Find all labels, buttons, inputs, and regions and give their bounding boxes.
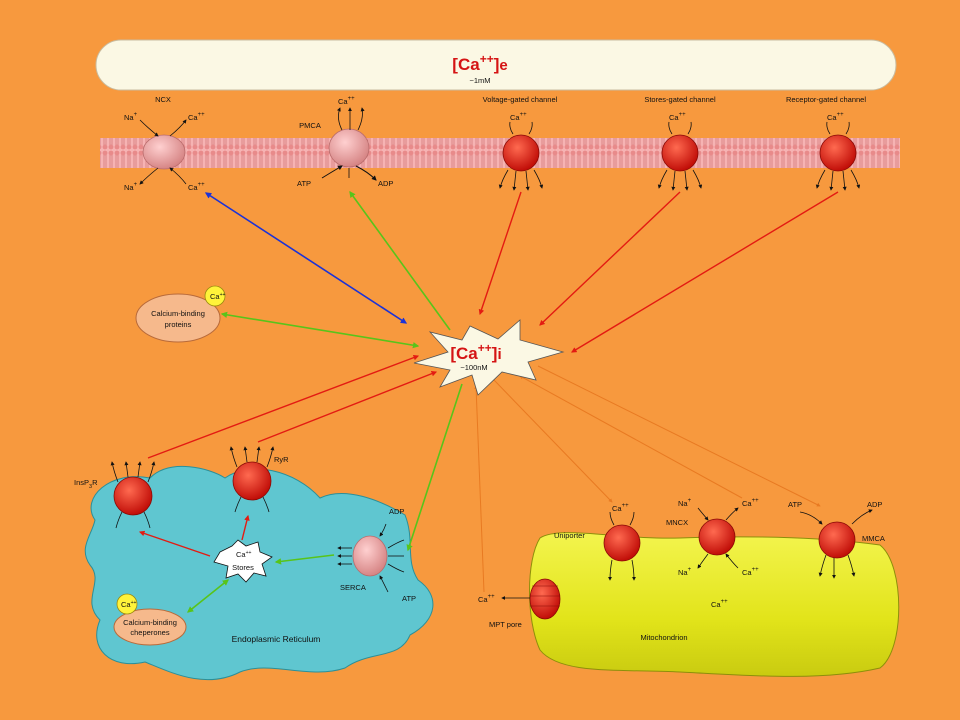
- arrow-voltage-to-cytosol: [478, 191, 522, 316]
- cytosol-ca-label: [Ca++]i: [450, 341, 501, 363]
- cytosol-ca-star: [413, 319, 565, 396]
- arrow-receptor-to-cytosol: [571, 191, 839, 353]
- uniporter-channel: [603, 511, 641, 581]
- extracellular-space: [95, 39, 897, 91]
- receptor-gated-title: Receptor-gated channel: [786, 95, 866, 104]
- chaperones-badge: Ca++: [121, 600, 137, 609]
- mmca-pump: [799, 509, 873, 579]
- mito-title: Mitochondrion: [640, 633, 687, 642]
- extracellular-ca-label: [Ca++]e: [452, 52, 507, 74]
- mmca-label: MMCA: [862, 534, 885, 543]
- arrow-serca-to-stores: [274, 554, 335, 565]
- cytosol-concentration: ~100nM: [460, 363, 487, 372]
- arrow-stores-to-insp3r: [138, 530, 211, 557]
- uniporter-label: Uniporter: [554, 531, 585, 540]
- arrow-mpt-to-cytosol: [474, 385, 485, 593]
- mito-matrix-ca: Ca++: [711, 599, 728, 609]
- pmca-pump: [321, 107, 377, 181]
- uniporter-ca: Ca++: [612, 503, 629, 513]
- stores-label: Stores: [232, 563, 254, 572]
- serca-adp: ADP: [389, 507, 404, 516]
- stores-gated-channel: [657, 121, 703, 191]
- mncx-na-bottom: Na+: [678, 567, 692, 577]
- ncx-title: NCX: [155, 95, 171, 104]
- insp3r-label: InsP3R: [74, 478, 98, 490]
- receptor-gated-ca: Ca++: [827, 112, 844, 122]
- mmca-adp: ADP: [867, 500, 882, 509]
- voltage-gated-title: Voltage-gated channel: [483, 95, 558, 104]
- plasma-membrane: [100, 138, 900, 168]
- mncx-exchanger: [697, 507, 739, 569]
- pmca-atp: ATP: [297, 179, 311, 188]
- pmca-title: PMCA: [299, 121, 321, 130]
- receptor-gated-channel: [815, 121, 861, 191]
- arrow-cytosol-to-uniporter: [493, 379, 613, 503]
- arrow-stores-gated-to-cytosol: [539, 191, 681, 326]
- calcium-binding-chaperones: [113, 593, 187, 646]
- pmca-adp: ADP: [378, 179, 393, 188]
- serca-atp: ATP: [402, 594, 416, 603]
- pmca-ca: Ca++: [338, 96, 355, 106]
- mpt-ca: Ca++: [478, 594, 495, 604]
- cbp-label-line1: Calcium-binding: [151, 309, 205, 318]
- mitochondrion: [529, 532, 900, 677]
- ncx-ca-top: Ca++: [188, 112, 205, 122]
- arrow-mncx-to-cytosol: [519, 375, 743, 499]
- arrow-cbp-cytosol: [220, 311, 420, 349]
- mmca-atp: ATP: [788, 500, 802, 509]
- voltage-gated-ca: Ca++: [510, 112, 527, 122]
- mncx-ca-bottom: Ca++: [742, 567, 759, 577]
- cbp-label-line2: proteins: [165, 320, 192, 329]
- arrow-ncx-cytosol: [204, 192, 408, 324]
- voltage-gated-channel: [498, 121, 544, 191]
- ca-stores: [213, 539, 273, 583]
- mpt-pore-label: MPT pore: [489, 620, 522, 629]
- flow-arrows: [138, 190, 839, 613]
- stores-ca: Ca++: [236, 550, 252, 559]
- arrow-cytosol-to-pmca: [349, 190, 451, 331]
- ryr-channel: [229, 446, 275, 513]
- extracellular-concentration: ~1mM: [469, 76, 490, 85]
- arrow-stores-chaperones: [187, 579, 229, 613]
- mncx-label: MNCX: [666, 518, 688, 527]
- stores-gated-title: Stores-gated channel: [644, 95, 716, 104]
- ncx-exchanger: [139, 119, 187, 185]
- chaperones-line2: cheperones: [130, 628, 169, 637]
- mncx-ca-top: Ca++: [742, 498, 759, 508]
- mncx-na-top: Na+: [678, 498, 692, 508]
- ncx-ca-bottom: Ca++: [188, 182, 205, 192]
- arrow-cytosol-to-mmca: [537, 365, 821, 507]
- insp3r-channel: [110, 461, 156, 529]
- arrow-insp3r-to-cytosol: [147, 354, 420, 459]
- ncx-na-top: Na+: [124, 112, 138, 122]
- mpt-pore: [501, 578, 561, 620]
- ryr-label: RyR: [274, 455, 289, 464]
- serca-label: SERCA: [340, 583, 366, 592]
- ncx-na-bottom: Na+: [124, 182, 138, 192]
- arrow-stores-to-ryr: [241, 514, 250, 541]
- stores-gated-ca: Ca++: [669, 112, 686, 122]
- serca-pump: [337, 523, 405, 593]
- arrow-cytosol-to-serca: [406, 383, 463, 552]
- er-title: Endoplasmic Reticulum: [232, 634, 321, 644]
- arrow-ryr-to-cytosol: [257, 371, 438, 443]
- chaperones-line1: Calcium-binding: [123, 618, 177, 627]
